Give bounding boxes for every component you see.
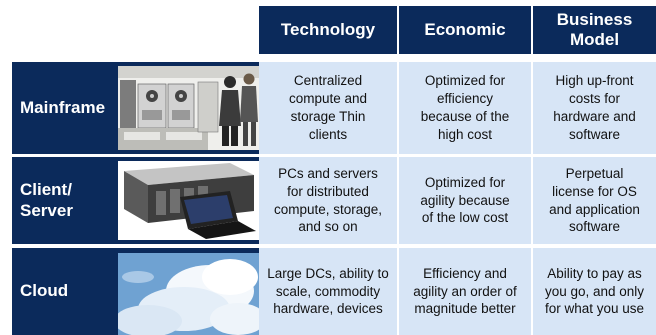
- header-technology: Technology: [259, 6, 397, 54]
- header-business-model: Business Model: [533, 6, 656, 54]
- mainframe-photo: [118, 66, 260, 150]
- cell-cloud-technology: Large DCs, ability to scale, commodity h…: [259, 248, 397, 335]
- row-label-cloud: Cloud: [12, 248, 260, 335]
- cell-cloud-economic: Efficiency and agility an order of magni…: [399, 248, 531, 335]
- cell-client-server-business-model: Perpetual license for OS and application…: [533, 157, 656, 244]
- cell-client-server-technology: PCs and servers for distributed compute,…: [259, 157, 397, 244]
- row-label-client-server: Client/ Server: [12, 157, 260, 244]
- row-title: Cloud: [20, 281, 69, 301]
- cell-client-server-economic: Optimized for agility because of the low…: [399, 157, 531, 244]
- header-economic: Economic: [399, 6, 531, 54]
- row-label-mainframe: Mainframe: [12, 62, 260, 154]
- cloud-sky-photo: [118, 253, 260, 335]
- cell-mainframe-business-model: High up-front costs for hardware and sof…: [533, 62, 656, 154]
- row-title: Mainframe: [20, 97, 106, 117]
- server-laptop-photo: [118, 161, 260, 240]
- cell-mainframe-technology: Centralized compute and storage Thin cli…: [259, 62, 397, 154]
- cell-mainframe-economic: Optimized for efficiency because of the …: [399, 62, 531, 154]
- cell-cloud-business-model: Ability to pay as you go, and only for w…: [533, 248, 656, 335]
- row-title: Client/ Server: [20, 180, 73, 220]
